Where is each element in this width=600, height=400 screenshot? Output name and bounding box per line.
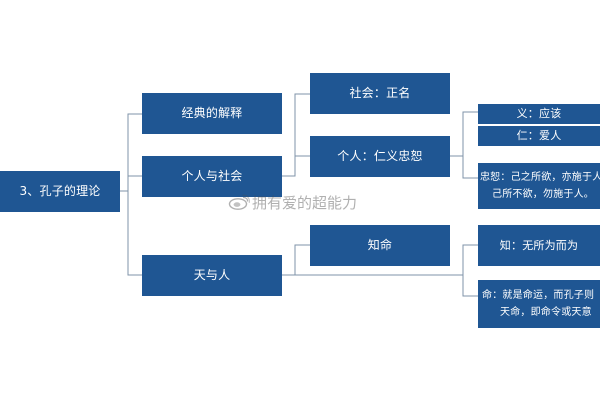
destiny-node[interactable]: 知命 [310,225,450,266]
individual-label: 个人：仁义忠恕 [337,148,423,163]
classics-interpretation-node[interactable]: 经典的解释 [142,93,282,134]
zhongshu-line-2: 己所不欲，勿施于人。 [492,189,594,200]
society-label: 社会：正名 [349,85,411,100]
zhi-label: 知：无所为而为 [499,238,579,252]
root-node-label: 3、孔子的理论 [19,183,101,198]
individual-and-society-label: 个人与社会 [181,168,243,183]
zhi-node[interactable]: 知：无所为而为 [478,225,600,266]
yi-node[interactable]: 义：应该 [478,104,600,124]
individual-node[interactable]: 个人：仁义忠恕 [310,136,450,177]
ming-line-2: 天命，即命令或天意 [500,307,592,318]
root-node[interactable]: 3、孔子的理论 [0,171,120,212]
zhongshu-node[interactable]: 忠恕：己之所欲，亦施于人 己所不欲，勿施于人。 [478,163,600,209]
ming-line-1: 命：就是命运，而孔子则 [482,290,595,301]
yi-label: 义：应该 [516,107,562,121]
destiny-label: 知命 [367,237,393,252]
heaven-and-man-node[interactable]: 天与人 [142,255,282,296]
zhongshu-line-1: 忠恕：己之所欲，亦施于人 [480,172,600,183]
heaven-and-man-label: 天与人 [193,267,231,282]
classics-interpretation-label: 经典的解释 [181,105,243,120]
ming-node[interactable]: 命：就是命运，而孔子则 天命，即命令或天意 [478,280,600,328]
ren-label: 仁：爱人 [516,129,562,143]
individual-and-society-node[interactable]: 个人与社会 [142,156,282,197]
ren-node[interactable]: 仁：爱人 [478,126,600,146]
society-node[interactable]: 社会：正名 [310,73,450,114]
